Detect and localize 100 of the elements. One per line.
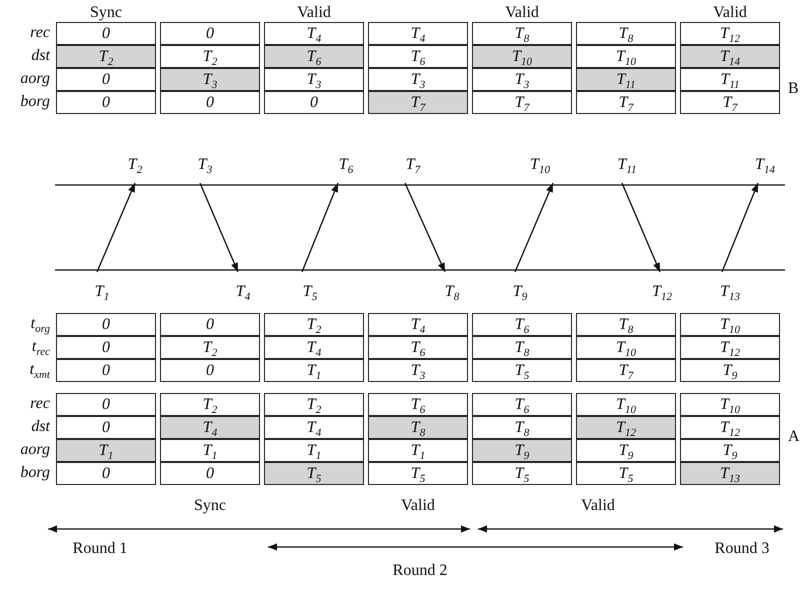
- arrow: [199, 182, 239, 272]
- round-label: Round 1: [72, 540, 128, 558]
- table-cell: T$_{7}$: [576, 359, 676, 382]
- table-cell: T$_{11}$: [680, 68, 780, 91]
- table-cell: 0: [160, 91, 260, 114]
- table-cell: T$_{3}$: [472, 68, 572, 91]
- table-cell: T$_{12}$: [680, 22, 780, 45]
- table-cell: 0: [160, 313, 260, 336]
- table-cell: T$_{4}$: [368, 313, 468, 336]
- table-cell: T$_{10}$: [576, 336, 676, 359]
- table-cell: T$_{2}$: [264, 393, 364, 416]
- table-cell: 0: [160, 462, 260, 485]
- timestamp-label: T$_{8}$: [432, 272, 472, 302]
- row-label: rec: [29, 23, 50, 43]
- timestamp-label: T$_{2}$: [115, 155, 155, 183]
- table-cell: T$_{11}$: [576, 68, 676, 91]
- table-cell: T$_{4}$: [160, 416, 260, 439]
- column-heading: Valid: [712, 4, 748, 22]
- timestamp-label: T$_{9}$: [500, 272, 540, 302]
- table-cell: T$_{14}$: [680, 45, 780, 68]
- table-cell: T$_{4}$: [368, 22, 468, 45]
- table-cell: T$_{10}$: [576, 393, 676, 416]
- table-cell: T$_{5}$: [472, 359, 572, 382]
- table-cell: T$_{8}$: [576, 313, 676, 336]
- table-cell: T$_{5}$: [368, 462, 468, 485]
- table-cell: T$_{8}$: [368, 416, 468, 439]
- row-label: aorg: [19, 440, 50, 460]
- row-label: t$_{org}$: [30, 314, 50, 338]
- table-cell: T$_{2}$: [264, 313, 364, 336]
- row-label: t$_{rec}$: [30, 337, 50, 360]
- table-cell: 0: [160, 359, 260, 382]
- table-cell: 0: [160, 22, 260, 45]
- table-cell: T$_{7}$: [576, 91, 676, 114]
- table-cell: T$_{10}$: [680, 313, 780, 336]
- table-cell: T$_{3}$: [368, 68, 468, 91]
- table-cell: T$_{5}$: [576, 462, 676, 485]
- table-cell: T$_{1}$: [56, 439, 156, 462]
- timestamp-label: T$_{11}$: [607, 155, 647, 183]
- row-label: aorg: [19, 69, 50, 89]
- table-cell: T$_{13}$: [680, 462, 780, 485]
- table-cell: T$_{4}$: [264, 22, 364, 45]
- arrow: [514, 182, 554, 272]
- row-label: rec: [29, 394, 50, 414]
- arrow: [301, 182, 339, 272]
- table-cell: T$_{10}$: [680, 393, 780, 416]
- timestamp-label: T$_{1}$: [82, 272, 122, 302]
- column-heading: Valid: [400, 497, 436, 515]
- table-cell: T$_{6}$: [472, 313, 572, 336]
- table-cell: T$_{8}$: [472, 416, 572, 439]
- arrow: [96, 182, 136, 272]
- column-heading: Sync: [89, 4, 123, 22]
- table-cell: T$_{3}$: [264, 68, 364, 91]
- table-cell: T$_{2}$: [160, 45, 260, 68]
- table-cell: T$_{12}$: [576, 416, 676, 439]
- table-cell: T$_{9}$: [472, 439, 572, 462]
- table-cell: 0: [56, 393, 156, 416]
- table-cell: T$_{1}$: [160, 439, 260, 462]
- arrow: [404, 182, 446, 272]
- table-cell: T$_{5}$: [472, 462, 572, 485]
- row-label: dst: [30, 46, 50, 66]
- table-cell: T$_{4}$: [264, 416, 364, 439]
- table-cell: 0: [264, 91, 364, 114]
- arrow: [621, 182, 661, 272]
- row-label: borg: [19, 463, 50, 483]
- table-cell: T$_{4}$: [264, 336, 364, 359]
- table-cell: T$_{2}$: [56, 45, 156, 68]
- table-cell: T$_{6}$: [264, 45, 364, 68]
- table-cell: T$_{7}$: [680, 91, 780, 114]
- timestamp-label: T$_{13}$: [710, 272, 750, 302]
- round-label: Round 3: [714, 540, 770, 558]
- table-cell: T$_{10}$: [472, 45, 572, 68]
- row-label: dst: [30, 417, 50, 437]
- table-cell: T$_{6}$: [368, 336, 468, 359]
- table-cell: T$_{6}$: [368, 45, 468, 68]
- table-cell: T$_{8}$: [472, 22, 572, 45]
- table-cell: T$_{6}$: [472, 393, 572, 416]
- table-cell: T$_{8}$: [576, 22, 676, 45]
- table-cell: 0: [56, 462, 156, 485]
- column-heading: Valid: [580, 497, 616, 515]
- arrow: [721, 182, 759, 272]
- timestamp-label: T$_{5}$: [290, 272, 330, 302]
- timestamp-label: T$_{4}$: [223, 272, 263, 302]
- timestamp-label: T$_{3}$: [185, 155, 225, 183]
- timestamp-label: T$_{6}$: [326, 155, 366, 183]
- table-cell: T$_{5}$: [264, 462, 364, 485]
- timestamp-label: T$_{7}$: [393, 155, 433, 183]
- table-cell: T$_{2}$: [160, 336, 260, 359]
- table-cell: T$_{1}$: [368, 439, 468, 462]
- table-cell: T$_{9}$: [680, 359, 780, 382]
- table-cell: T$_{3}$: [160, 68, 260, 91]
- row-label: t$_{xmt}$: [28, 360, 50, 384]
- table-cell: T$_{7}$: [472, 91, 572, 114]
- host-label: B: [788, 80, 799, 98]
- table-cell: 0: [56, 416, 156, 439]
- timestamp-label: T$_{14}$: [745, 155, 785, 183]
- table-cell: 0: [56, 359, 156, 382]
- column-heading: Valid: [296, 4, 332, 22]
- timestamp-label: T$_{12}$: [642, 272, 682, 302]
- table-cell: 0: [56, 336, 156, 359]
- table-cell: T$_{7}$: [368, 91, 468, 114]
